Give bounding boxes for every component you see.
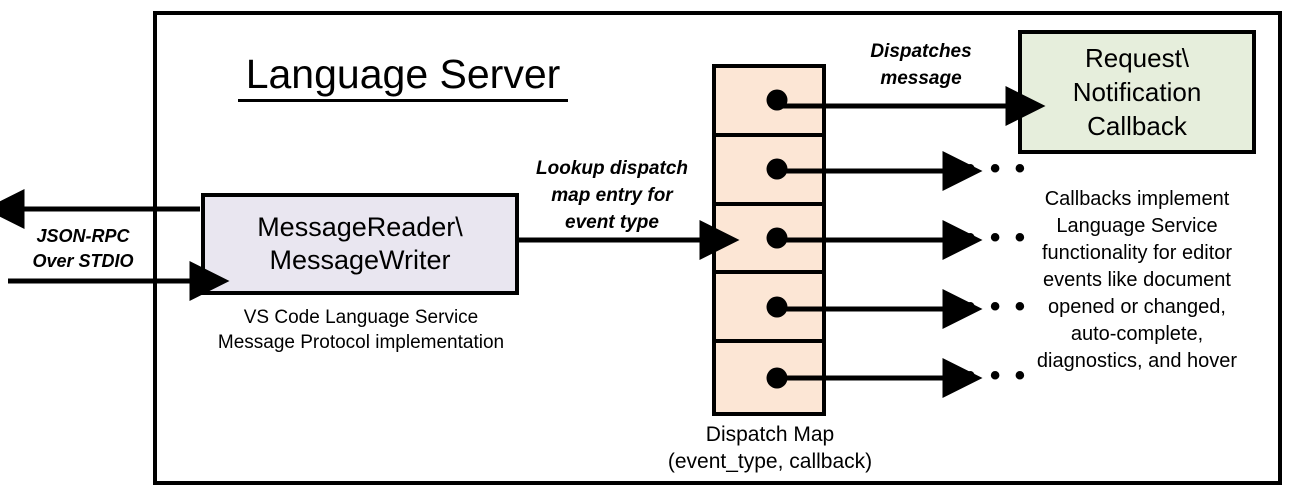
dispatch-caption-line2: (event_type, callback)	[667, 450, 873, 473]
page-title: Language Server	[238, 50, 568, 102]
dispatch-map-row[interactable]	[716, 343, 822, 412]
callback-dot-icon	[766, 89, 788, 111]
dispatch-map-row[interactable]	[716, 137, 822, 206]
reader-caption-line2: Message Protocol implementation	[217, 332, 505, 353]
dispatch-map-caption: Dispatch Map (event_type, callback)	[640, 421, 900, 475]
callback-dot-icon	[766, 158, 788, 180]
lookup-dispatch-label: Lookup dispatch map entry for event type	[519, 155, 705, 236]
ellipsis-row-2: • • •	[965, 152, 1029, 185]
callback-dot-icon	[766, 227, 788, 249]
dispatch-map-row[interactable]	[716, 274, 822, 344]
message-reader-writer-text: MessageReader\ MessageWriter	[257, 211, 463, 277]
request-notification-callback-box[interactable]: Request\ Notification Callback	[1018, 30, 1256, 154]
lookup-label-line1: Lookup dispatch	[536, 158, 688, 179]
callback-caption-line6: auto-complete,	[1070, 323, 1204, 345]
dispatches-message-label: Dispatches message	[833, 38, 1009, 92]
dispatch-map-table[interactable]	[712, 64, 826, 416]
callback-line2: Notification	[1072, 77, 1202, 107]
dispatches-label-line1: Dispatches	[870, 41, 972, 62]
ellipsis-row-3: • • •	[965, 221, 1029, 254]
callback-caption-line7: diagnostics, and hover	[1036, 350, 1238, 372]
json-rpc-label-line2: Over STDIO	[32, 251, 134, 271]
ellipsis-row-4: • • •	[965, 290, 1029, 323]
dispatch-map-row[interactable]	[716, 206, 822, 275]
json-rpc-label: JSON-RPC Over STDIO	[8, 224, 158, 274]
language-server-boundary	[153, 11, 1282, 485]
callback-box-text: Request\ Notification Callback	[1073, 41, 1202, 143]
dispatch-map-row[interactable]	[716, 68, 822, 137]
message-reader-writer-box[interactable]: MessageReader\ MessageWriter	[201, 193, 519, 295]
callback-description: Callbacks implement Language Service fun…	[1005, 186, 1269, 375]
callback-caption-line4: events like document	[1043, 269, 1231, 291]
callback-dot-icon	[766, 296, 788, 318]
callback-line3: Callback	[1087, 111, 1187, 141]
callback-caption-line1: Callbacks implement	[1044, 188, 1230, 210]
message-writer-line: MessageWriter	[269, 245, 451, 275]
dispatches-label-line2: message	[880, 68, 962, 89]
callback-caption-line2: Language Service	[1056, 215, 1218, 237]
callback-caption-line5: opened or changed,	[1048, 296, 1226, 318]
lookup-label-line3: event type	[565, 212, 659, 233]
ellipsis-row-5: • • •	[965, 359, 1029, 392]
callback-caption-line3: functionality for editor	[1041, 242, 1233, 264]
dispatch-caption-line1: Dispatch Map	[705, 423, 835, 446]
callback-dot-icon	[766, 367, 788, 389]
reader-caption-line1: VS Code Language Service	[243, 307, 479, 328]
message-reader-line: MessageReader\	[257, 212, 463, 242]
message-reader-writer-caption: VS Code Language Service Message Protoco…	[196, 305, 526, 355]
json-rpc-label-line1: JSON-RPC	[36, 226, 130, 246]
lookup-label-line2: map entry for	[551, 185, 673, 206]
callback-line1: Request\	[1084, 43, 1190, 73]
